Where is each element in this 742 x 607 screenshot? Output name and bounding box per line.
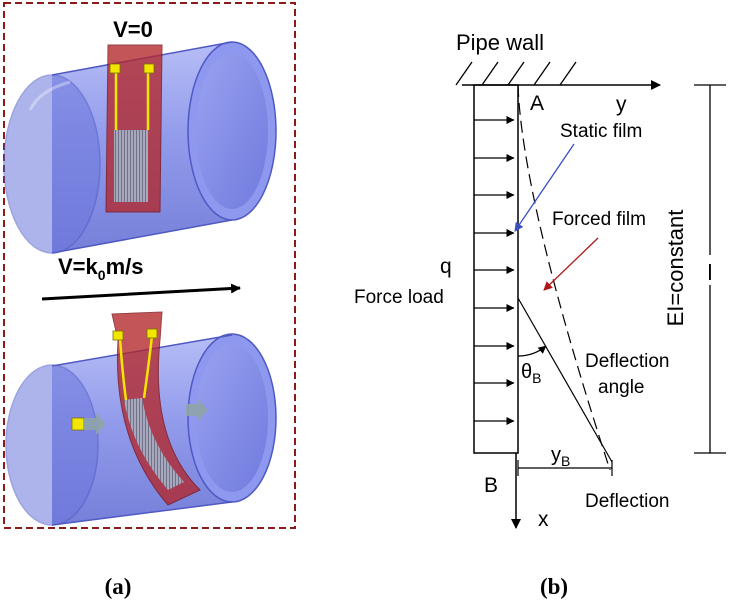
forced-film-curve [517, 84, 611, 471]
load-arrows [474, 116, 515, 425]
label-q: q [440, 255, 452, 278]
label-deflection: Deflection [585, 491, 670, 512]
label-yb: yB [551, 444, 570, 469]
top-pipe [3, 41, 277, 254]
flow-direction-arrow [41, 283, 241, 301]
label-ei-constant: EI=constant [663, 210, 688, 327]
static-film-pointer [514, 143, 575, 232]
label-flow-velocity: V=k0m/s [58, 254, 143, 283]
label-length: l [708, 260, 713, 285]
caption-a: (a) [105, 574, 132, 599]
label-point-b: B [484, 474, 498, 497]
pipe-wall-hatch [455, 61, 577, 86]
force-load-frame [473, 84, 519, 454]
flow-marker-right [186, 399, 208, 421]
flow-marker-left [71, 413, 106, 435]
label-point-a: A [530, 92, 544, 115]
label-deflection-angle-line1: Deflection [585, 351, 670, 372]
label-axis-y: y [616, 93, 627, 116]
label-axis-x: x [538, 508, 549, 531]
label-static-film: Static film [560, 121, 642, 142]
panel-a-dashed-border [3, 2, 296, 529]
label-theta-b: θB [521, 361, 541, 386]
forced-film-sensor [111, 311, 201, 506]
length-label-backing [702, 255, 718, 285]
deflection-tangent [517, 297, 613, 463]
label-pipe-wall: Pipe wall [456, 30, 544, 55]
caption-b: (b) [540, 574, 568, 599]
label-deflection-angle-line2: angle [598, 377, 645, 398]
label-forced-film: Forced film [552, 209, 646, 230]
deflection-angle-arc [517, 345, 547, 357]
static-film-sensor [105, 44, 163, 213]
bottom-pipe [5, 333, 277, 526]
forced-film-pointer [543, 237, 599, 291]
label-force-load: Force load [354, 287, 444, 308]
label-v-zero: V=0 [113, 17, 153, 42]
